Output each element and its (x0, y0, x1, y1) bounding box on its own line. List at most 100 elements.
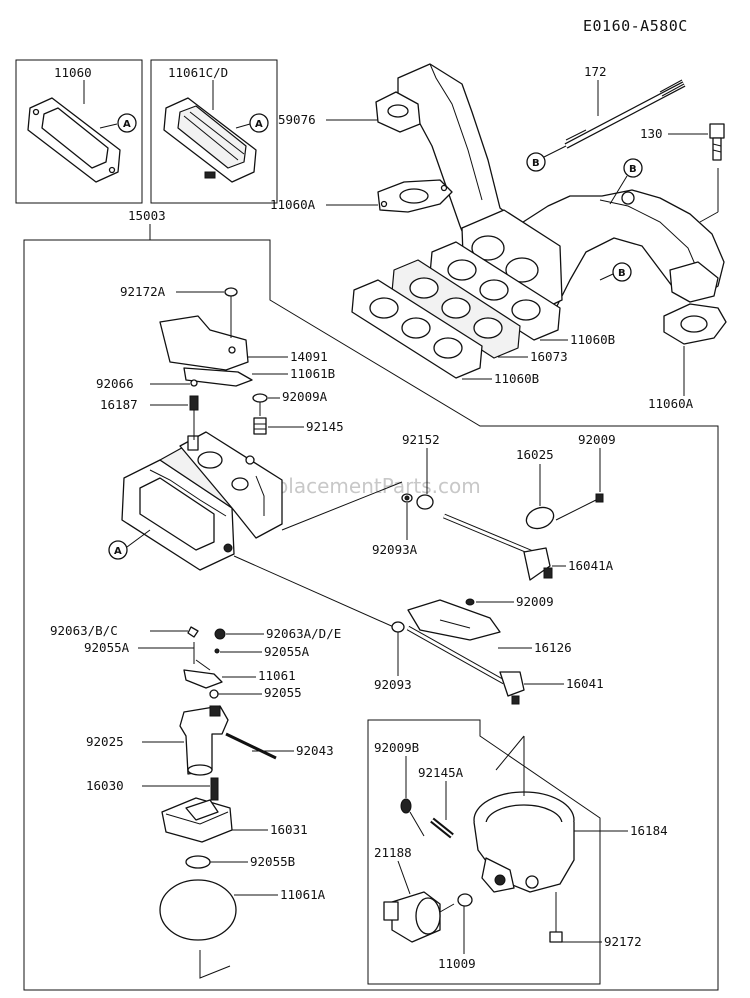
label-92055: 92055 (264, 685, 302, 700)
callout-a-1 (117, 113, 137, 133)
label-11061: 11061 (258, 668, 296, 683)
gasket-11060b-2 (351, 279, 483, 379)
callout-b-2 (623, 158, 643, 178)
seal-92152 (416, 494, 434, 510)
float-16031 (161, 797, 233, 843)
gasket-11060b-1 (429, 241, 561, 341)
screw-92009-mid (465, 598, 475, 606)
label-16030: 16030 (86, 778, 124, 793)
label-59076: 59076 (278, 112, 316, 127)
svg-text:A: A (114, 546, 122, 557)
screw-92009b (400, 798, 425, 837)
label-11060a-left: 11060A (270, 197, 316, 212)
label-92063bc: 92063/B/C (50, 623, 118, 638)
sub-box-16184 (367, 719, 601, 985)
svg-text:A: A (123, 119, 131, 130)
ring-92066 (190, 379, 198, 387)
bolt-130 (709, 123, 725, 161)
label-92009a: 92009A (282, 389, 328, 404)
label-11061cd: 11061C/D (168, 65, 228, 80)
label-92145: 92145 (306, 419, 344, 434)
callout-b-1 (526, 152, 546, 172)
screw-92009a (252, 393, 268, 416)
label-11060: 11060 (54, 65, 92, 80)
jet-16030 (210, 777, 219, 801)
label-92009-top: 92009 (578, 432, 616, 447)
bracket-14091 (159, 315, 249, 371)
ring-92055 (209, 689, 219, 699)
label-16025: 16025 (516, 447, 554, 462)
label-16041a: 16041A (568, 558, 614, 573)
label-11060b-2: 11060B (494, 371, 539, 386)
gasket-11060a-right (663, 303, 727, 345)
throttle-shaft-16041 (406, 625, 525, 705)
screw-92043 (225, 732, 277, 760)
svg-text:B: B (532, 158, 540, 169)
label-92145a: 92145A (418, 765, 464, 780)
label-92055a-right: 92055A (264, 644, 310, 659)
gasket-16073 (391, 259, 521, 359)
label-11061a: 11061A (280, 887, 326, 902)
screw-92009-top (595, 493, 604, 503)
washer-92093 (391, 621, 405, 633)
label-92025: 92025 (86, 734, 124, 749)
label-11061b: 11061B (290, 366, 335, 381)
label-16031: 16031 (270, 822, 308, 837)
stud-172 (564, 79, 686, 149)
label-11009: 11009 (438, 956, 476, 971)
label-14091: 14091 (290, 349, 328, 364)
ring-92055a (214, 648, 220, 654)
throttle-plate-16126 (407, 599, 501, 641)
gasket-11060 (27, 97, 121, 183)
label-92066: 92066 (96, 376, 134, 391)
svg-text:B: B (618, 268, 626, 279)
label-16187: 16187 (100, 397, 138, 412)
diagram-code: E0160-A580C (583, 17, 688, 35)
callout-a-3 (108, 540, 128, 560)
callout-a-2 (249, 113, 269, 133)
o-ring-11061a (159, 879, 237, 941)
jet-16187 (189, 395, 199, 440)
label-92055a-left: 92055A (84, 640, 130, 655)
label-11060a-right: 11060A (648, 396, 694, 411)
label-92055b: 92055B (250, 854, 295, 869)
label-92093: 92093 (374, 677, 412, 692)
label-16073: 16073 (530, 349, 568, 364)
gasket-box-11060 (15, 59, 143, 204)
label-92152: 92152 (402, 432, 440, 447)
callout-b-3 (612, 262, 632, 282)
label-16041: 16041 (566, 676, 604, 691)
label-21188: 21188 (374, 845, 412, 860)
label-92009b: 92009B (374, 740, 419, 755)
spring-92145 (253, 417, 267, 435)
choke-shaft-16041a (443, 513, 553, 581)
washer-92093a (401, 493, 413, 503)
label-16184: 16184 (630, 823, 668, 838)
gasket-11061cd (163, 97, 257, 183)
plug-92063a (214, 628, 226, 640)
label-92172: 92172 (604, 934, 642, 949)
label-92043: 92043 (296, 743, 334, 758)
o-ring-92055b (185, 855, 211, 869)
carburetor-body (121, 431, 283, 571)
gasket-11061b (183, 367, 253, 387)
label-130: 130 (640, 126, 663, 141)
label-92009-mid: 92009 (516, 594, 554, 609)
svg-text:A: A (255, 119, 263, 130)
choke-plate-16025 (525, 506, 555, 530)
nut-92063 (187, 626, 199, 638)
gasket-11060a-left (377, 179, 453, 213)
label-92172a: 92172A (120, 284, 166, 299)
throttle-body-16184 (473, 791, 575, 893)
solenoid-21188 (383, 891, 455, 943)
screw-92172a (224, 287, 238, 338)
label-16126: 16126 (534, 640, 572, 655)
gasket-11061 (183, 659, 223, 689)
main-jet-holder-92025 (179, 705, 229, 776)
label-15003: 15003 (128, 208, 166, 223)
svg-text:B: B (629, 164, 637, 175)
assembly-box-15003 (23, 239, 719, 991)
label-11060b-1: 11060B (570, 332, 615, 347)
label-92063ade: 92063A/D/E (266, 626, 341, 641)
